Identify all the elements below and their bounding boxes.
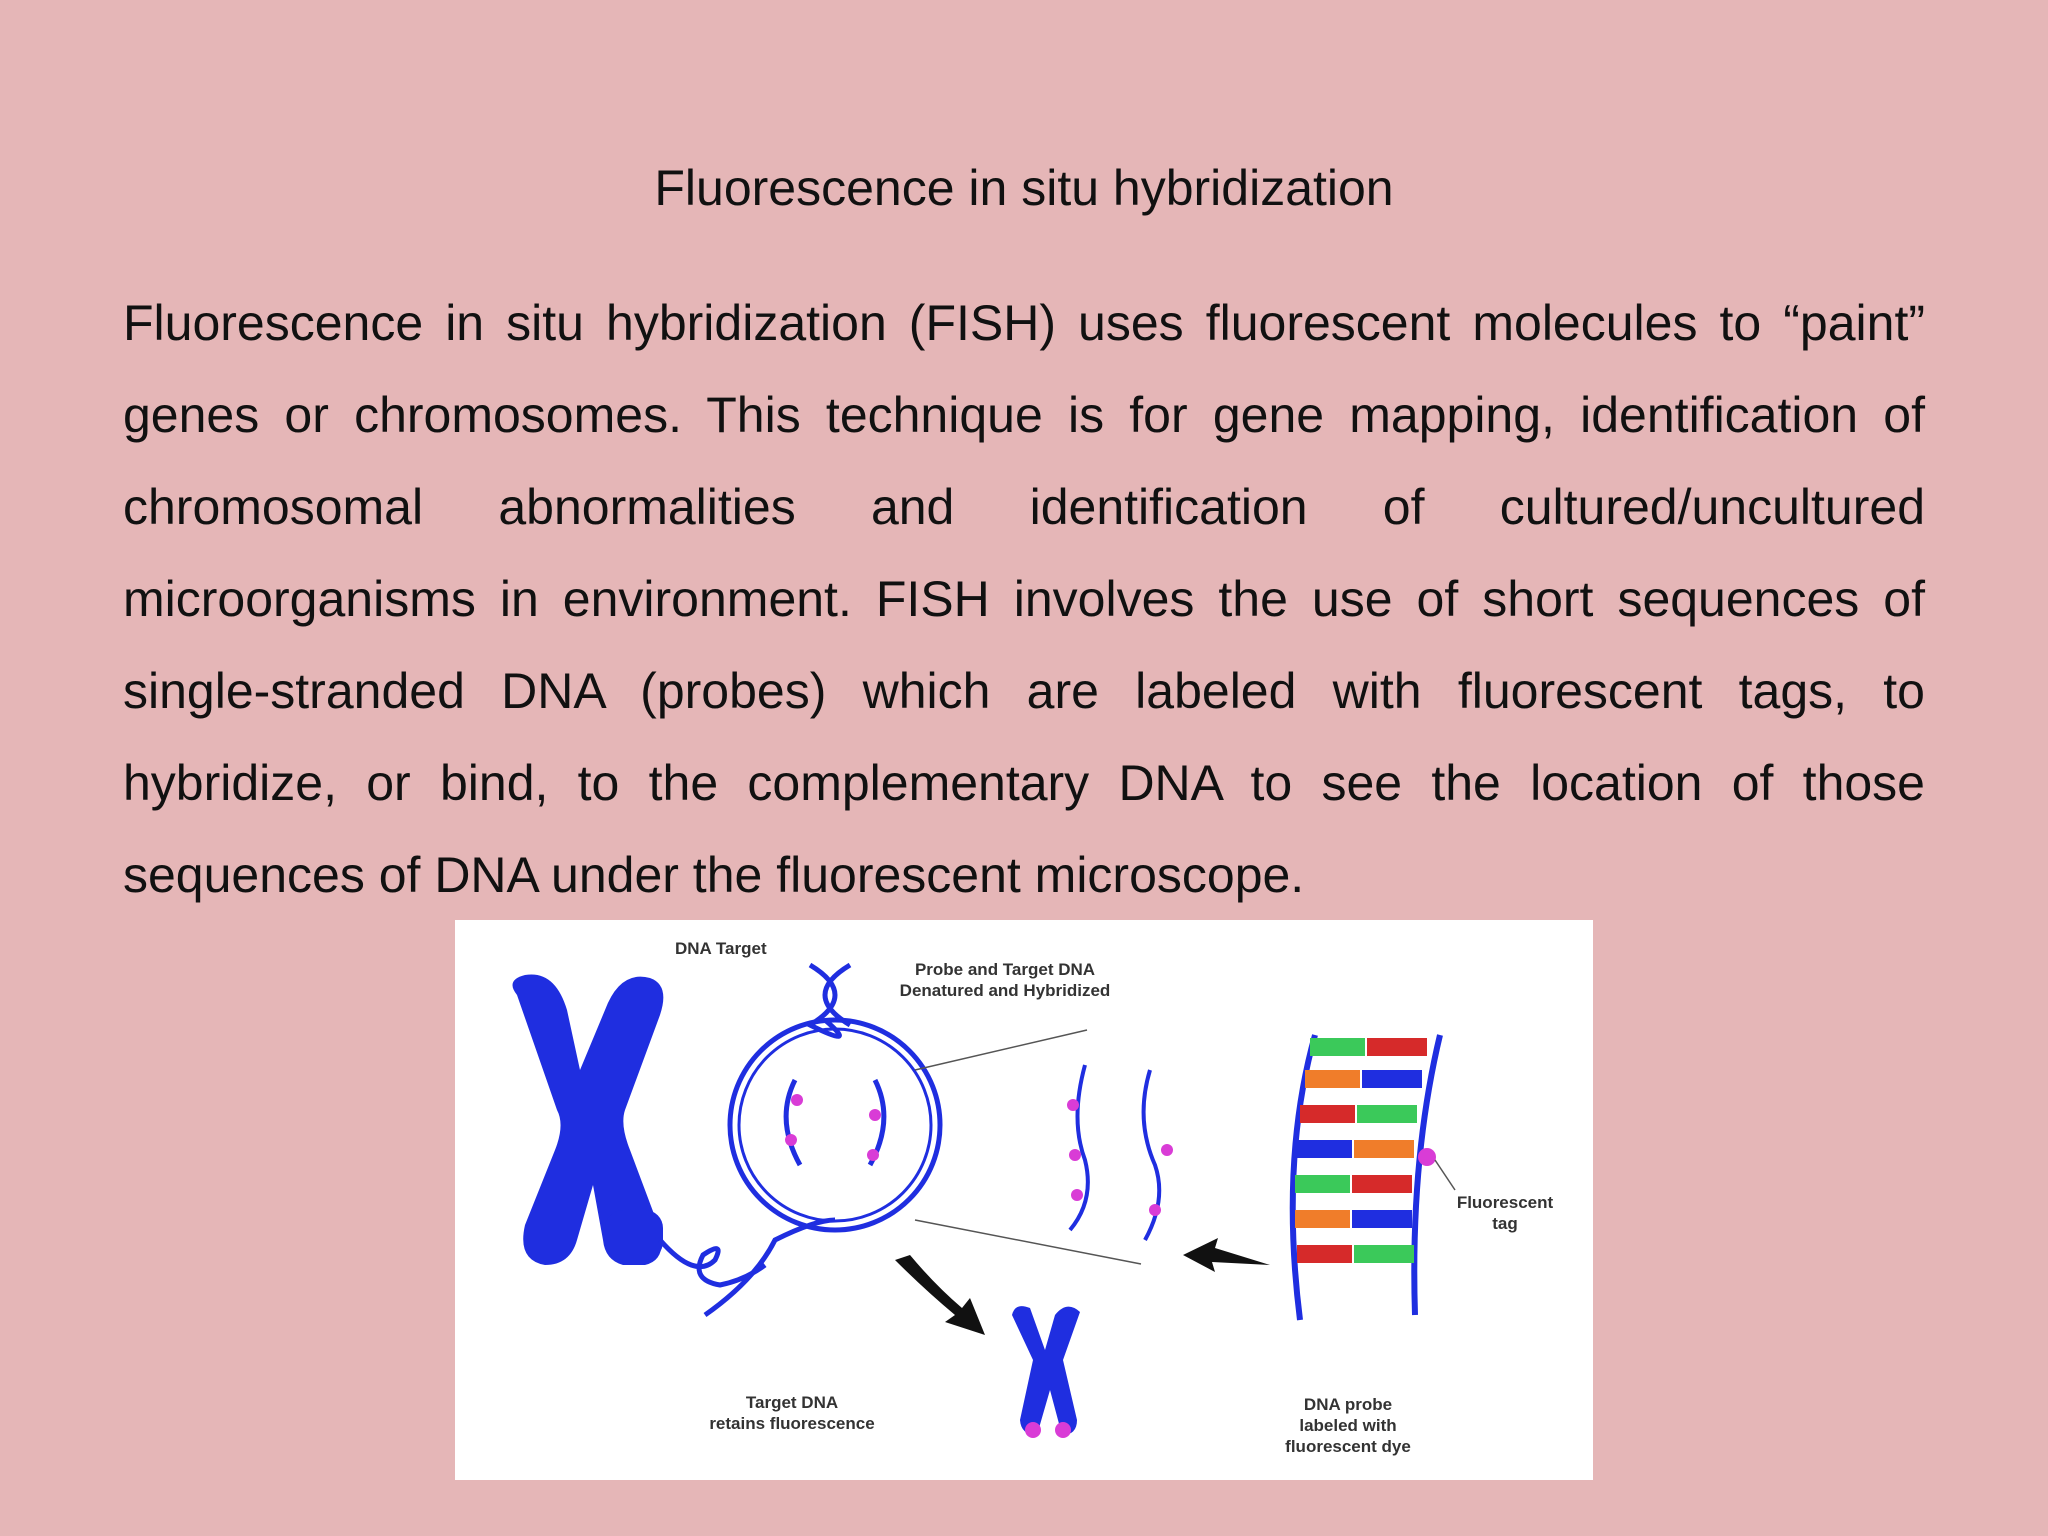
label-probe-labeled-1: DNA probe [1304, 1395, 1392, 1414]
hybridized-strands [1068, 1064, 1162, 1241]
arrows [895, 1238, 1270, 1335]
zoom-lines [914, 1029, 1142, 1265]
label-target-retains-2: retains fluorescence [709, 1414, 874, 1433]
slide-title: Fluorescence in situ hybridization [654, 160, 1394, 216]
slide-paragraph: Fluorescence in situ hybridization (FISH… [123, 295, 1925, 903]
label-target-retains-1: Target DNA [746, 1393, 838, 1412]
label-fluorescent-tag-2: tag [1492, 1214, 1518, 1233]
label-probe-labeled-2: labeled with [1299, 1416, 1396, 1435]
fish-diagram: DNA Target Probe and Target DNA Denature… [455, 920, 1593, 1480]
probe-ladder [1289, 1034, 1456, 1321]
fish-diagram-svg: DNA Target Probe and Target DNA Denature… [512, 939, 1554, 1456]
small-chromosome [1012, 1306, 1080, 1438]
label-dna-target: DNA Target [675, 939, 767, 958]
label-fluorescent-tag-1: Fluorescent [1457, 1193, 1554, 1212]
label-probe-target-1: Probe and Target DNA [915, 960, 1095, 979]
label-probe-target-2: Denatured and Hybridized [900, 981, 1111, 1000]
large-chromosome [512, 974, 664, 1265]
hybridized-tags [1067, 1099, 1173, 1216]
loop-tags [785, 1094, 881, 1161]
label-probe-labeled-3: fluorescent dye [1285, 1437, 1411, 1456]
